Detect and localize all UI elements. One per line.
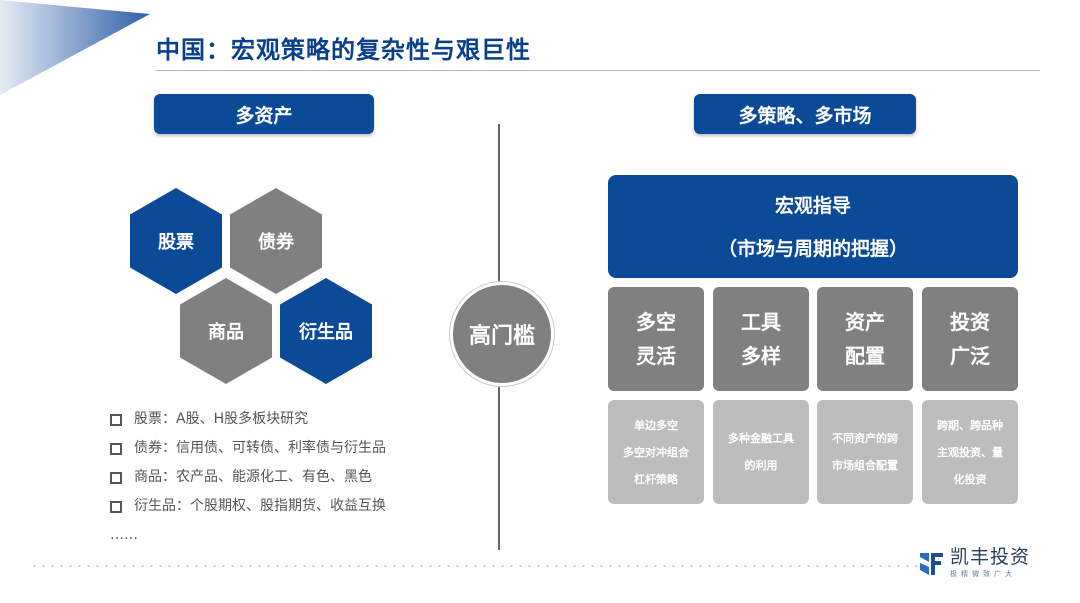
company-logo: 凯丰投资 极精微致广大 [918,547,1030,579]
broad-investment-box: 投资 广泛 [922,287,1018,391]
hexagon-stocks: 股票 [130,188,222,294]
long-short-detail-box: 单边多空 多空对冲组合 杠杆策略 [608,400,704,504]
macro-guidance-title: 宏观指导 [774,195,851,217]
high-threshold-circle: 高门槛 [450,282,554,386]
bullet-text: 商品：农产品、能源化工、有色、黑色 [134,469,372,485]
list-item: 衍生品：个股期权、股指期货、收益互换 [110,492,386,521]
box-line: 配置 [845,344,885,368]
box-line: 化投资 [953,472,987,486]
asset-bullet-list: 股票：A股、H股多板块研究 债券：信用债、可转债、利率债与衍生品 商品：农产品、… [110,405,386,550]
box-line: 多空 [636,310,676,334]
diverse-tools-box: 工具 多样 [713,287,809,391]
box-line: 投资 [950,310,990,334]
box-line: 杠杆策略 [634,472,678,486]
list-item: 商品：农产品、能源化工、有色、黑色 [110,463,386,492]
long-short-box: 多空 灵活 [608,287,704,391]
asset-allocation-box: 资产 配置 [817,287,913,391]
square-bullet-icon [110,413,122,426]
box-line: 主观投资、量 [937,445,1003,459]
logo-tagline: 极精微致广大 [950,570,1016,578]
corner-decoration [0,0,150,95]
logo-name: 凯丰投资 [950,546,1031,568]
box-line: 多空对冲组合 [623,445,689,459]
square-bullet-icon [110,500,122,513]
box-line: 多种金融工具 [728,432,794,445]
box-line: 资产 [845,310,885,334]
page-title: 中国：宏观策略的复杂性与艰巨性 [156,36,531,64]
box-line: 跨期、跨品种 [937,418,1003,432]
list-item: 股票：A股、H股多板块研究 [110,405,386,434]
box-line: 工具 [741,310,781,334]
box-line: 广泛 [950,344,990,368]
hexagon-bonds: 债券 [230,188,322,294]
box-line: 不同资产的跨 [832,432,898,445]
investment-detail-box: 跨期、跨品种 主观投资、量 化投资 [922,400,1018,504]
hexagon-commodities: 商品 [180,278,272,384]
dotted-footer-line [30,565,920,567]
kaifeng-logo-icon [920,553,943,575]
macro-guidance-subtitle: （市场与周期的把握） [717,238,908,260]
box-line: 多样 [741,344,781,368]
macro-guidance-box: 宏观指导 （市场与周期的把握） [608,175,1018,278]
box-line: 市场组合配置 [832,459,898,472]
tools-detail-box: 多种金融工具 的利用 [713,400,809,504]
square-bullet-icon [110,442,122,455]
ellipsis: …… [110,527,138,543]
hexagon-derivatives: 衍生品 [280,278,372,384]
box-line: 灵活 [636,344,676,368]
multi-strategy-tag: 多策略、多市场 [694,94,916,134]
bullet-text: 衍生品：个股期权、股指期货、收益互换 [134,498,386,514]
allocation-detail-box: 不同资产的跨 市场组合配置 [817,400,913,504]
list-item: 债券：信用债、可转债、利率债与衍生品 [110,434,386,463]
bullet-text: 债券：信用债、可转债、利率债与衍生品 [134,440,386,456]
title-divider [156,70,1040,71]
box-line: 的利用 [744,459,778,472]
multi-asset-tag: 多资产 [154,94,374,134]
bullet-text: 股票：A股、H股多板块研究 [134,411,309,427]
box-line: 单边多空 [634,418,678,432]
square-bullet-icon [110,471,122,484]
